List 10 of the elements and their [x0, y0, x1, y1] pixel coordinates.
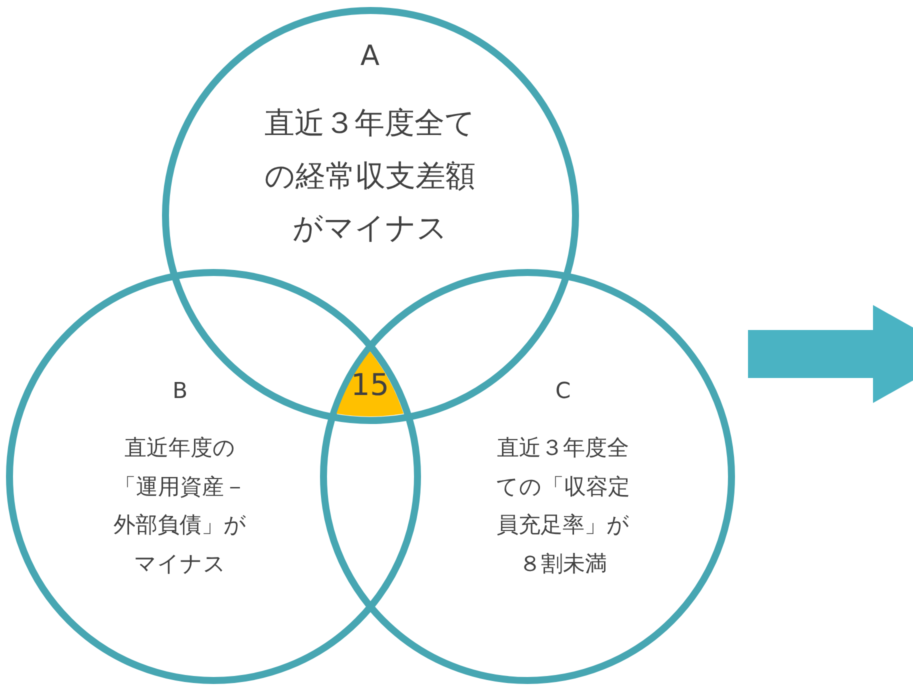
set-label: C: [554, 378, 572, 406]
condition-text: 直近年度の「運用資産－外部負債」がマイナス: [112, 435, 248, 578]
condition-text: 直近３年度全ての経常収支差額がマイナス: [264, 105, 476, 248]
venn-circle: [6, 268, 420, 684]
venn-circle: [320, 268, 734, 684]
venn-circle: [162, 6, 578, 424]
count-label: 15: [350, 368, 390, 404]
set-label: A: [359, 38, 381, 74]
condition-text: 直近３年度全ての「収容定員充足率」が８割未満: [495, 435, 631, 578]
set-label: B: [171, 378, 189, 406]
